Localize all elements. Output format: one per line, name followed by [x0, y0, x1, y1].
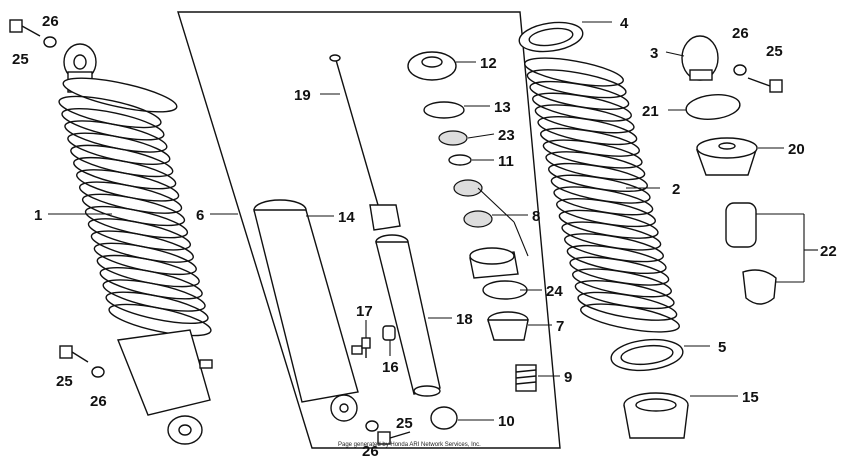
bushing-23	[438, 130, 468, 146]
bleed-screw	[361, 337, 371, 358]
small-spring-9	[515, 364, 537, 392]
collar-7	[487, 311, 529, 341]
damper-body	[253, 199, 363, 422]
bolt-25c	[747, 77, 783, 93]
callout-14: 14	[338, 209, 355, 226]
spring	[524, 57, 680, 333]
washer-13	[423, 101, 465, 119]
callout-17: 17	[356, 303, 373, 320]
callout-6: 6	[196, 207, 204, 224]
bolt-25b	[59, 345, 89, 363]
callout-16: 16	[382, 359, 399, 376]
callout-25-bottom-center: 25	[396, 415, 413, 432]
valve-cap	[382, 325, 396, 341]
callout-19: 19	[294, 87, 311, 104]
bolt-25d	[377, 431, 411, 445]
callout-25-top-left: 25	[12, 51, 29, 68]
nut-10	[430, 406, 458, 430]
top-cap	[407, 51, 457, 81]
callout-26-top-left: 26	[42, 13, 59, 30]
callout-13: 13	[494, 99, 511, 116]
spring-cap	[696, 137, 758, 176]
exploded-view-frame	[177, 11, 561, 449]
callout-4: 4	[620, 15, 629, 32]
shock-absorber-assembly	[58, 43, 213, 445]
callout-3: 3	[650, 45, 658, 62]
damper-rod	[329, 54, 401, 231]
callout-26-bottom-center: 26	[362, 443, 379, 460]
o-ring	[685, 94, 741, 120]
callout-23: 23	[498, 127, 515, 144]
footer-note: Page generated by Honda ARI Network Serv…	[338, 442, 481, 448]
callout-25-top-right: 25	[766, 43, 783, 60]
spring-adjuster	[623, 392, 689, 439]
callout-1: 1	[34, 207, 42, 224]
callout-26-bottom-left: 26	[90, 393, 107, 410]
callout-7: 7	[556, 318, 564, 335]
callout-21: 21	[642, 103, 659, 120]
callout-25-bottom-left: 25	[56, 373, 73, 390]
washer-26d	[365, 420, 379, 432]
callout-24: 24	[546, 283, 563, 300]
spring-coil	[105, 291, 209, 325]
seal-set-8	[453, 179, 519, 279]
callout-15: 15	[742, 389, 759, 406]
spring-coil	[580, 303, 680, 333]
inner-tube	[375, 234, 441, 397]
washer-11	[448, 154, 472, 166]
callout-9: 9	[564, 369, 572, 386]
spring-coil	[108, 303, 212, 337]
washer-26a	[43, 36, 57, 48]
bolt-25a	[9, 19, 41, 37]
callout-8: 8	[532, 208, 540, 225]
washer-26c	[733, 64, 747, 76]
callout-12: 12	[480, 55, 497, 72]
bump-rubber-set	[725, 202, 777, 305]
spring-coil	[577, 291, 678, 321]
callout-5: 5	[718, 339, 726, 356]
upper-joint-rubber	[681, 35, 719, 81]
upper-spring-seat	[518, 21, 584, 53]
callout-20: 20	[788, 141, 805, 158]
callout-10: 10	[498, 413, 515, 430]
washer-26b	[91, 366, 105, 378]
callout-11: 11	[498, 153, 514, 170]
lower-spring-seat	[610, 338, 684, 372]
leader-lines	[48, 21, 818, 421]
callout-22: 22	[820, 243, 837, 260]
callout-18: 18	[456, 311, 473, 328]
callout-26-top-right: 26	[732, 25, 749, 42]
callout-2: 2	[672, 181, 680, 198]
